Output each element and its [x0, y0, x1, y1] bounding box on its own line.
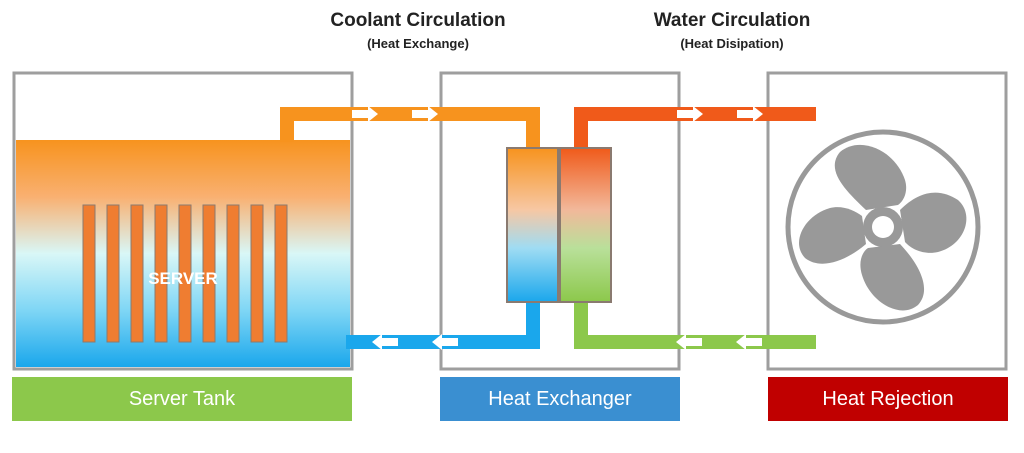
heat-rejection-frame: [766, 71, 1008, 371]
arrow-left-icon: [372, 334, 762, 350]
coolant-circulation-title: Coolant Circulation (Heat Exchange): [258, 10, 578, 51]
water-title-main: Water Circulation: [653, 10, 811, 31]
coolant-cold-pipe: [346, 300, 540, 349]
coolant-title-main: Coolant Circulation: [330, 10, 506, 31]
server-tank-label: Server Tank: [12, 377, 352, 421]
hx-coolant-plate: [506, 147, 559, 303]
water-cold-pipe: [574, 300, 816, 349]
fan-icon: [785, 129, 981, 325]
heat-exchanger-frame: [439, 71, 681, 371]
coolant-hot-pipe: [280, 107, 540, 150]
heat-exchanger-label: Heat Exchanger: [440, 377, 680, 421]
water-title-sub: (Heat Disipation): [680, 36, 784, 51]
coolant-title-sub: (Heat Exchange): [367, 36, 469, 51]
server-tank-frame: [12, 71, 354, 371]
heat-rejection-label: Heat Rejection: [768, 377, 1008, 421]
water-circulation-title: Water Circulation (Heat Disipation): [572, 10, 892, 51]
water-hot-pipe: [574, 107, 816, 150]
server-blades: [82, 204, 288, 343]
hx-water-plate: [559, 147, 612, 303]
arrow-right-icon: [352, 106, 763, 122]
server-label: SERVER: [148, 269, 218, 288]
